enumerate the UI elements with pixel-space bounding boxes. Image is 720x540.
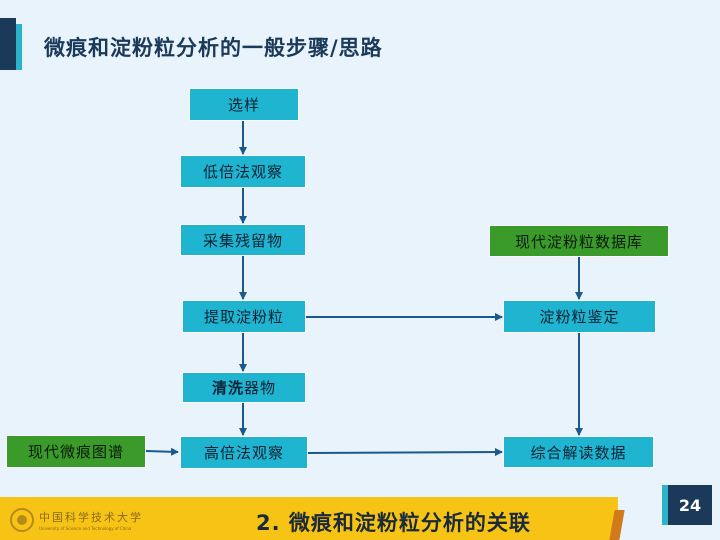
step-extract: 提取淀粉粒 xyxy=(182,300,306,333)
page-number: 24 xyxy=(662,485,712,525)
title-accent-stripe xyxy=(16,24,22,70)
university-logo: 中国科学技术大学 University of Science and Techn… xyxy=(10,505,175,535)
arrow-usewear-to-high xyxy=(145,447,179,456)
arrow-high-to-synthesis xyxy=(307,448,503,457)
step-starch-id: 淀粉粒鉴定 xyxy=(503,300,656,333)
step-low-power-label: 低倍法观察 xyxy=(202,163,283,181)
step-wash-rest-label: 器物 xyxy=(244,379,277,397)
step-collect-label: 采集残留物 xyxy=(202,231,283,250)
ref-modern-starch-db: 现代淀粉粒数据库 xyxy=(489,225,669,257)
step-low-power: 低倍法观察 xyxy=(180,155,306,188)
step-high-power-label: 高倍法观察 xyxy=(203,444,284,462)
ref-modern-starch-db-label: 现代淀粉粒数据库 xyxy=(514,232,643,251)
step-synthesis: 综合解读数据 xyxy=(503,436,654,468)
page-title: 微痕和淀粉粒分析的一般步骤/思路 xyxy=(44,36,383,60)
step-high-power: 高倍法观察 xyxy=(180,436,308,469)
step-select: 选样 xyxy=(189,88,299,121)
step-select-label: 选样 xyxy=(227,96,260,114)
section-title: 2. 微痕和淀粉粒分析的关联 xyxy=(256,511,531,535)
university-seal-icon xyxy=(10,508,34,532)
step-starch-id-label: 淀粉粒鉴定 xyxy=(539,308,620,326)
step-extract-label: 提取淀粉粒 xyxy=(203,308,284,326)
step-wash-bold-label: 清洗 xyxy=(211,379,244,397)
title-accent-bar xyxy=(0,18,16,70)
step-synthesis-label: 综合解读数据 xyxy=(530,443,627,462)
step-wash: 清洗器物 xyxy=(182,372,306,403)
ref-modern-use-wear-label: 现代微痕图谱 xyxy=(27,443,124,461)
logo-chinese-name: 中国科学技术大学 xyxy=(39,511,143,524)
step-collect: 采集残留物 xyxy=(180,224,306,256)
footer-bar xyxy=(0,497,618,540)
logo-english-name: University of Science and Technology of … xyxy=(39,526,132,531)
ref-modern-use-wear: 现代微痕图谱 xyxy=(6,435,146,468)
